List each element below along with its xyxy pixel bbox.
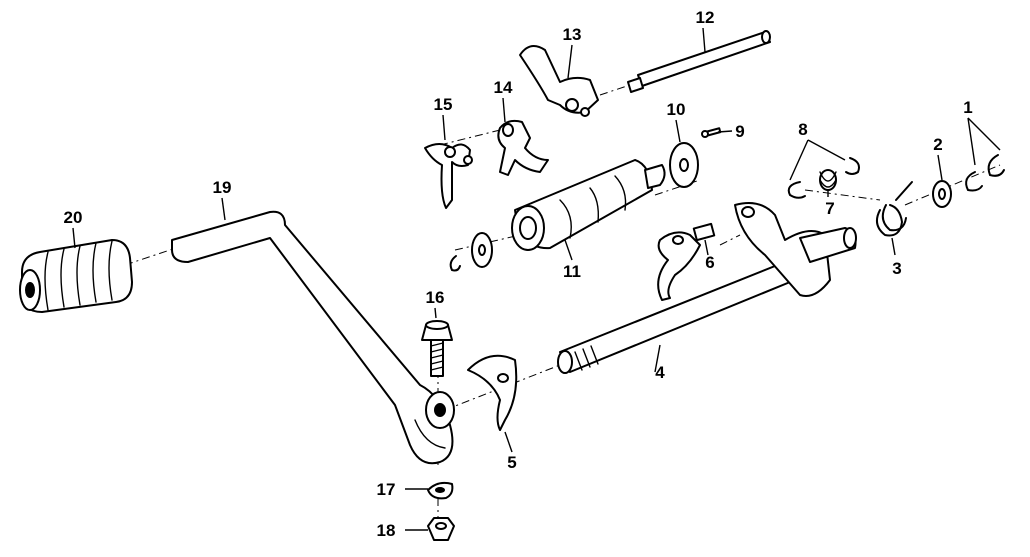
callout-7: 7 (825, 199, 834, 218)
callout-17: 17 (377, 480, 396, 499)
part-5-shift-arm (467, 354, 518, 431)
callout-1: 1 (963, 98, 972, 117)
part-18-nut (427, 517, 455, 541)
callout-5: 5 (507, 453, 516, 472)
callout-13: 13 (563, 25, 582, 44)
part-14-shift-fork (497, 119, 549, 176)
assembly-axis-lines (124, 84, 1001, 520)
callout-4: 4 (655, 363, 665, 382)
part-10-washer (669, 142, 699, 188)
callout-2: 2 (933, 135, 942, 154)
callout-15: 15 (434, 95, 453, 114)
part-13-shift-fork (519, 45, 599, 117)
callout-leader-lines (72, 27, 1001, 531)
callout-14: 14 (494, 78, 513, 97)
part-17-washer (427, 481, 454, 500)
callout-10: 10 (667, 100, 686, 119)
part-11-shift-drum (511, 159, 666, 251)
part-11-end-washer (449, 232, 493, 272)
callout-labels: 1 2 3 4 5 6 7 8 9 10 11 12 13 14 15 16 1… (64, 8, 973, 540)
part-7-spring (819, 169, 837, 191)
callout-9: 9 (735, 122, 744, 141)
part-6-stopper-arm (657, 222, 716, 301)
callout-8: 8 (798, 120, 807, 139)
callout-11: 11 (563, 262, 581, 281)
callout-3: 3 (892, 259, 901, 278)
part-9-pin (701, 127, 722, 138)
callout-16: 16 (426, 288, 445, 307)
part-1-circlips (965, 154, 1005, 192)
part-19-gearshift-pedal (171, 210, 455, 465)
part-12-fork-shaft (627, 30, 771, 93)
callout-6: 6 (705, 253, 714, 272)
part-16-bolt (421, 320, 453, 377)
part-2-washer (932, 180, 952, 208)
part-15-shift-fork (424, 143, 473, 209)
part-20-pedal-rubber (19, 239, 133, 313)
callout-20: 20 (64, 208, 83, 227)
part-4-gearshift-spindle (557, 202, 857, 374)
callout-19: 19 (213, 178, 232, 197)
callout-12: 12 (696, 8, 715, 27)
part-3-torsion-spring (875, 181, 913, 237)
part-8-circlips (787, 157, 860, 199)
callout-18: 18 (377, 521, 396, 540)
